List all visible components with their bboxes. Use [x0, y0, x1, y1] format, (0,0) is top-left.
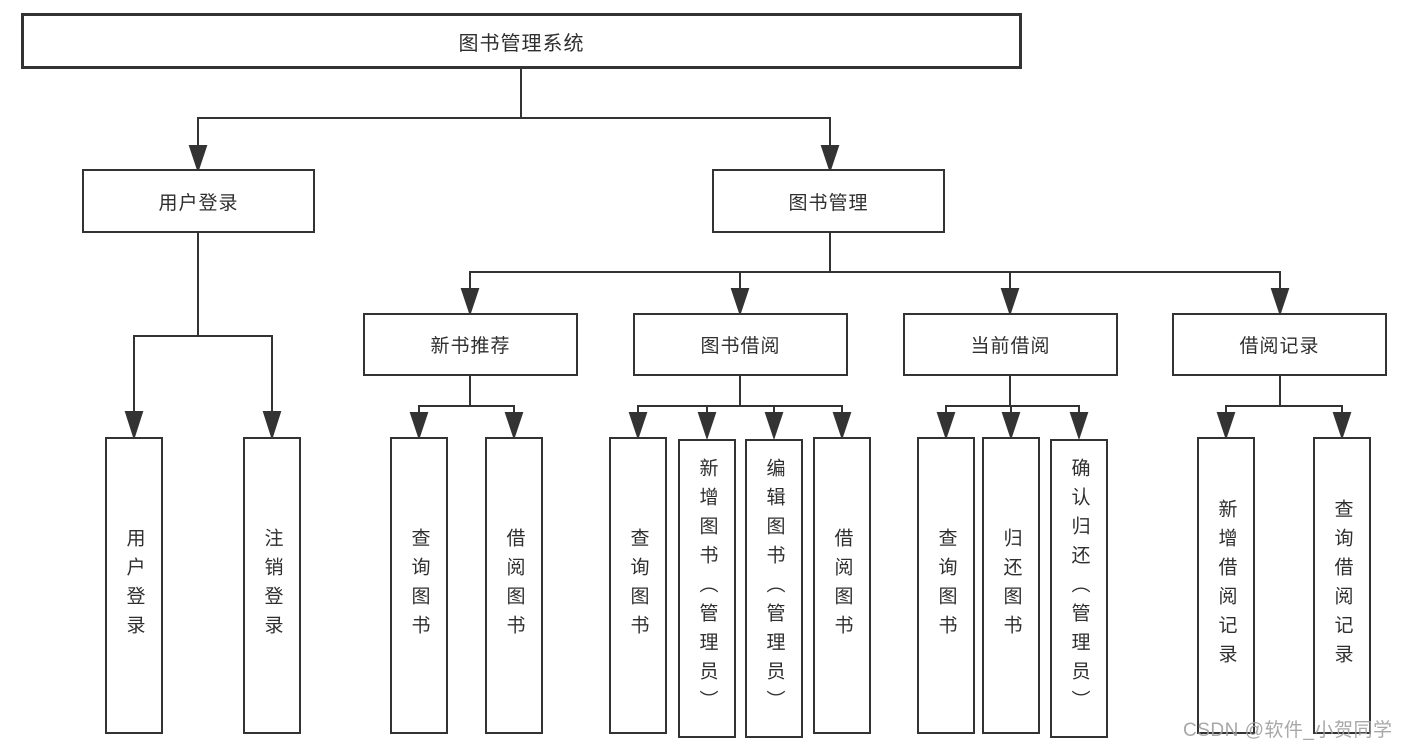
node-new-book-recommend: 新书推荐 — [363, 313, 578, 376]
node-root-label: 图书管理系统 — [458, 32, 585, 55]
leaf-query-books-recommend: 查询图书 — [390, 437, 448, 734]
leaf-logout: 注销登录 — [243, 437, 301, 734]
leaf-user-login-label: 用户登录 — [123, 527, 145, 644]
leaf-edit-book-admin-label: 编辑图书（管理员） — [763, 458, 785, 719]
node-book-borrow: 图书借阅 — [633, 313, 848, 376]
node-current-borrow: 当前借阅 — [903, 313, 1118, 376]
leaf-add-borrow-record-label: 新增借阅记录 — [1215, 498, 1237, 673]
leaf-add-book-admin-label: 新增图书（管理员） — [696, 458, 718, 719]
node-borrow-records: 借阅记录 — [1172, 313, 1387, 376]
leaf-query-borrow-record: 查询借阅记录 — [1313, 437, 1371, 734]
leaf-borrow-books-recommend: 借阅图书 — [485, 437, 543, 734]
leaf-borrow-books: 借阅图书 — [813, 437, 871, 734]
leaf-logout-label: 注销登录 — [261, 527, 283, 644]
leaf-borrow-books-label: 借阅图书 — [831, 527, 853, 644]
node-book-borrow-label: 图书借阅 — [700, 336, 781, 357]
node-root: 图书管理系统 — [21, 13, 1022, 69]
leaf-query-borrow-record-label: 查询借阅记录 — [1331, 498, 1353, 673]
leaf-query-books-borrow-label: 查询图书 — [627, 527, 649, 644]
node-book-management-label: 图书管理 — [788, 192, 869, 214]
leaf-borrow-books-recommend-label: 借阅图书 — [503, 527, 525, 644]
leaf-confirm-return-admin-label: 确认归还（管理员） — [1068, 458, 1090, 719]
leaf-add-borrow-record: 新增借阅记录 — [1197, 437, 1255, 734]
leaf-confirm-return-admin: 确认归还（管理员） — [1050, 439, 1108, 738]
leaf-edit-book-admin: 编辑图书（管理员） — [745, 439, 803, 738]
node-book-management: 图书管理 — [712, 169, 945, 233]
leaf-query-books-current: 查询图书 — [917, 437, 975, 734]
node-borrow-records-label: 借阅记录 — [1239, 336, 1320, 357]
leaf-return-book-label: 归还图书 — [1000, 527, 1022, 644]
leaf-return-book: 归还图书 — [982, 437, 1040, 734]
node-user-login: 用户登录 — [82, 169, 315, 233]
csdn-watermark: CSDN @软件_小贺同学 — [1183, 720, 1393, 741]
leaf-user-login: 用户登录 — [105, 437, 163, 734]
node-current-borrow-label: 当前借阅 — [970, 336, 1051, 357]
leaf-query-books-borrow: 查询图书 — [609, 437, 667, 734]
node-new-book-recommend-label: 新书推荐 — [430, 336, 511, 357]
leaf-add-book-admin: 新增图书（管理员） — [678, 439, 736, 738]
node-user-login-label: 用户登录 — [158, 192, 239, 214]
leaf-query-books-current-label: 查询图书 — [935, 527, 957, 644]
leaf-query-books-recommend-label: 查询图书 — [408, 527, 430, 644]
